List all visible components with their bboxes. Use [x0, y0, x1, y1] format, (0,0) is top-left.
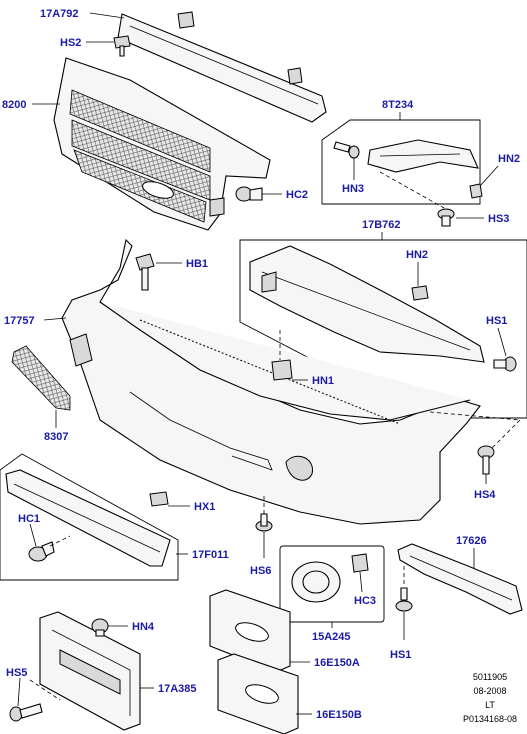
screw-hs3	[437, 208, 455, 227]
label-15A245: 15A245	[312, 631, 351, 643]
label-17626: 17626	[456, 535, 487, 547]
label-hc2: HC2	[286, 189, 308, 201]
label-hs1-mid: HS1	[486, 315, 507, 327]
label-16E150B: 16E150B	[316, 709, 362, 721]
footer-code: 5011905	[473, 672, 507, 682]
radiator-grille	[53, 57, 271, 231]
lower-grille-17F011	[5, 469, 171, 567]
label-17A385: 17A385	[158, 683, 197, 695]
bracket-8T234	[367, 139, 479, 173]
label-8200: 8200	[2, 99, 26, 111]
clip-hn1	[271, 330, 293, 381]
licence-plate-bracket-17A385	[39, 611, 141, 731]
label-hs3: HS3	[488, 213, 509, 225]
label-17A792: 17A792	[40, 8, 79, 20]
footer-date: 08-2008	[473, 686, 506, 696]
label-17B762: 17B762	[362, 219, 401, 231]
label-hn4: HN4	[132, 621, 155, 633]
screw-hs5	[9, 703, 43, 722]
screw-hs1-mid	[493, 356, 517, 372]
label-hs4: HS4	[474, 489, 496, 501]
label-hx1: HX1	[194, 501, 215, 513]
screw-hs2	[113, 35, 131, 57]
label-hn2-top: HN2	[498, 153, 520, 165]
fog-lamp-bezel-15A245	[291, 561, 341, 603]
licence-plate-16E150A	[209, 589, 291, 673]
label-hc1: HC1	[18, 513, 40, 525]
label-17757: 17757	[4, 315, 35, 327]
clip-hx1	[149, 491, 169, 507]
label-hc3: HC3	[354, 595, 376, 607]
side-bracket-8307	[11, 345, 71, 411]
side-moulding-17626	[397, 543, 523, 615]
nut-hn2-top	[469, 183, 483, 199]
screw-hs1-bottom	[395, 587, 413, 612]
label-hb1: HB1	[186, 258, 208, 270]
label-8307: 8307	[44, 431, 68, 443]
clip-hc1	[28, 541, 55, 562]
label-hs5: HS5	[6, 667, 27, 679]
label-8T234: 8T234	[382, 99, 414, 111]
label-hs2-top: HS2	[60, 37, 81, 49]
clip-hc3	[351, 553, 369, 573]
nut-hn2-mid	[411, 285, 429, 301]
screw-hs6	[255, 513, 273, 532]
footer-reference: P0134168-08	[463, 714, 517, 724]
label-hn1: HN1	[312, 375, 334, 387]
label-hs6: HS6	[250, 565, 271, 577]
clip-hc2	[235, 186, 263, 202]
label-hn3: HN3	[342, 183, 364, 195]
upper-reinforcement-bar	[117, 11, 327, 123]
footer-market: LT	[485, 700, 495, 710]
bumper-support-bracket	[249, 245, 485, 363]
label-16E150A: 16E150A	[314, 657, 360, 669]
licence-plate-16E150B	[217, 653, 299, 734]
push-pin-hn3	[333, 141, 360, 159]
screw-hs4	[477, 445, 495, 475]
bolt-hb1	[135, 253, 155, 291]
label-hs1-bottom: HS1	[390, 649, 411, 661]
label-17F011: 17F011	[192, 549, 229, 561]
label-hn2-mid: HN2	[406, 249, 428, 261]
